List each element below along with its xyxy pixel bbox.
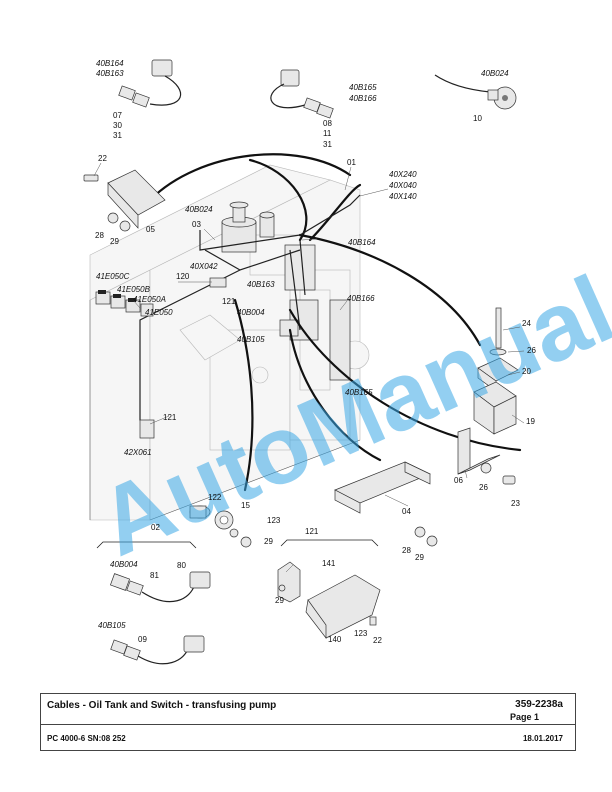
machine-model: PC 4000-6 SN:08 252 [47,734,126,743]
cable-harness [139,153,522,492]
tank-frame-ghost [89,164,370,521]
leader-lines [93,162,525,573]
label-28a: 28 [95,231,104,240]
label-141: 141 [322,559,336,568]
page-number: Page 1 [509,712,539,722]
label-22a: 22 [98,154,107,163]
label-122: 122 [208,493,222,502]
document-number: 359-2238a [515,699,563,710]
document-date: 18.01.2017 [522,734,563,743]
label-20: 20 [522,367,531,376]
label-41E050: 41E050 [145,308,173,317]
clamp-assembly-19-20 [473,307,519,435]
part-labels: 40B164 40B163 07 30 31 40B165 40B166 08 … [95,59,536,645]
cover-140-assembly [277,539,381,640]
label-24: 24 [522,319,531,328]
sensor-40B164-top [118,59,182,108]
label-80: 80 [177,561,186,570]
label-15: 15 [241,501,250,510]
exploded-parts-diagram: AutoManual 40B164 40B163 07 30 31 40B165… [83,59,612,665]
bracket-05-assembly [83,169,166,232]
label-29c: 29 [415,553,424,562]
label-40B166-top: 40B166 [349,94,377,103]
label-120: 120 [176,272,190,281]
label-121a: 121 [222,297,236,306]
label-06: 06 [454,476,463,485]
label-40B163-mid: 40B163 [247,280,275,289]
label-03: 03 [192,220,201,229]
sensor-40B165-top [270,69,334,119]
label-123a: 123 [267,516,281,525]
label-41E050A: 41E050A [133,295,166,304]
label-121b: 121 [163,413,177,422]
label-40B024-mid: 40B024 [185,205,213,214]
label-121c: 121 [305,527,319,536]
label-41E050C: 41E050C [96,272,130,281]
label-04: 04 [402,507,411,516]
sensor-40B004-bottom [96,541,211,603]
label-09: 09 [138,635,147,644]
angle-bracket-06 [457,427,516,485]
connector-40X042 [209,277,227,288]
label-40B105-bot: 40B105 [98,621,126,630]
label-40B004-bot: 40B004 [110,560,138,569]
label-40B166-mid: 40B166 [347,294,375,303]
label-31a: 31 [113,131,122,140]
label-123b: 123 [354,629,368,638]
label-40B163-top: 40B163 [96,69,124,78]
label-29d: 29 [275,596,284,605]
label-07: 07 [113,111,122,120]
label-40B164-mid: 40B164 [348,238,376,247]
label-40X140: 40X140 [389,192,417,201]
label-26a: 26 [527,346,536,355]
label-22b: 22 [373,636,382,645]
label-40B164-top: 40B164 [96,59,124,68]
label-26b: 26 [479,483,488,492]
title-block: Cables - Oil Tank and Switch - transfusi… [40,693,576,751]
label-42X061: 42X061 [124,448,152,457]
label-31b: 31 [323,140,332,149]
label-40X042: 40X042 [190,262,218,271]
label-28b: 28 [402,546,411,555]
label-19: 19 [526,417,535,426]
label-30: 30 [113,121,122,130]
label-40B024-top: 40B024 [481,69,509,78]
connector-42X061 [139,419,155,439]
label-05: 05 [146,225,155,234]
label-40B165-mid: 40B165 [345,388,373,397]
connector-block-41E050 [95,290,154,317]
sensor-40B105-bottom [110,635,205,665]
label-29a: 29 [110,237,119,246]
label-40B105-mid: 40B105 [237,335,265,344]
label-40B165-top: 40B165 [349,83,377,92]
label-01: 01 [347,158,356,167]
label-02: 02 [151,523,160,532]
label-40X240: 40X240 [389,170,417,179]
title-block-divider [41,724,575,725]
label-08: 08 [323,119,332,128]
label-41E050B: 41E050B [117,285,151,294]
label-40B004-mid: 40B004 [237,308,265,317]
cover-plate-04 [334,461,438,547]
label-140: 140 [328,635,342,644]
label-23: 23 [511,499,520,508]
label-10: 10 [473,114,482,123]
clip-assembly-15 [189,505,252,548]
label-81: 81 [150,571,159,580]
label-29b: 29 [264,537,273,546]
sensor-40B024-top [434,74,517,110]
document-title: Cables - Oil Tank and Switch - transfusi… [47,700,277,711]
label-40X040: 40X040 [389,181,417,190]
label-11: 11 [323,129,332,138]
tank-breather-unit [221,201,275,253]
